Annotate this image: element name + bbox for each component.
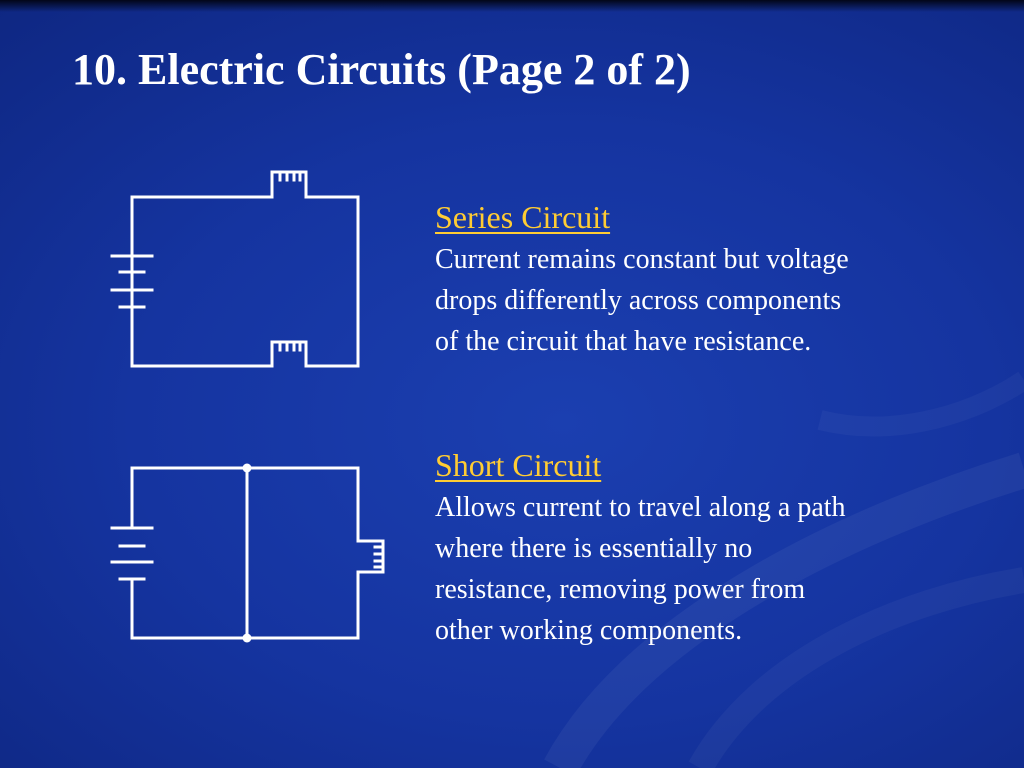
slide-title: 10. Electric Circuits (Page 2 of 2) <box>72 45 691 94</box>
series-resistor-bottom <box>278 340 302 352</box>
short-line-4: other working components. <box>435 615 743 647</box>
series-line-1: Current remains constant but voltage <box>435 244 849 276</box>
series-wire-top <box>130 170 360 368</box>
series-line-3: of the circuit that have resistance. <box>435 326 812 358</box>
series-circuit-section: Series Circuit Current remains constant … <box>435 198 995 362</box>
short-line-2: where there is essentially no <box>435 533 753 565</box>
series-resistor-top <box>278 170 302 182</box>
top-band <box>0 0 1024 12</box>
series-circuit-diagram <box>110 170 360 368</box>
short-circuit-diagram <box>110 466 385 640</box>
short-line-3: resistance, removing power from <box>435 574 806 606</box>
short-battery <box>110 526 154 581</box>
series-circuit-heading: Series Circuit <box>435 199 611 235</box>
short-resistor <box>373 545 385 569</box>
series-line-2: drops differently across components <box>435 285 842 317</box>
short-circuit-section: Short Circuit Allows current to travel a… <box>435 446 995 651</box>
series-circuit-description: Current remains constant but voltage dro… <box>435 239 995 362</box>
short-junction-bottom <box>242 633 252 643</box>
short-junction-top <box>242 463 252 473</box>
short-circuit-heading: Short Circuit <box>435 447 602 483</box>
short-wire-loop <box>130 466 385 640</box>
short-circuit-description: Allows current to travel along a path wh… <box>435 487 995 651</box>
short-line-1: Allows current to travel along a path <box>435 492 846 524</box>
